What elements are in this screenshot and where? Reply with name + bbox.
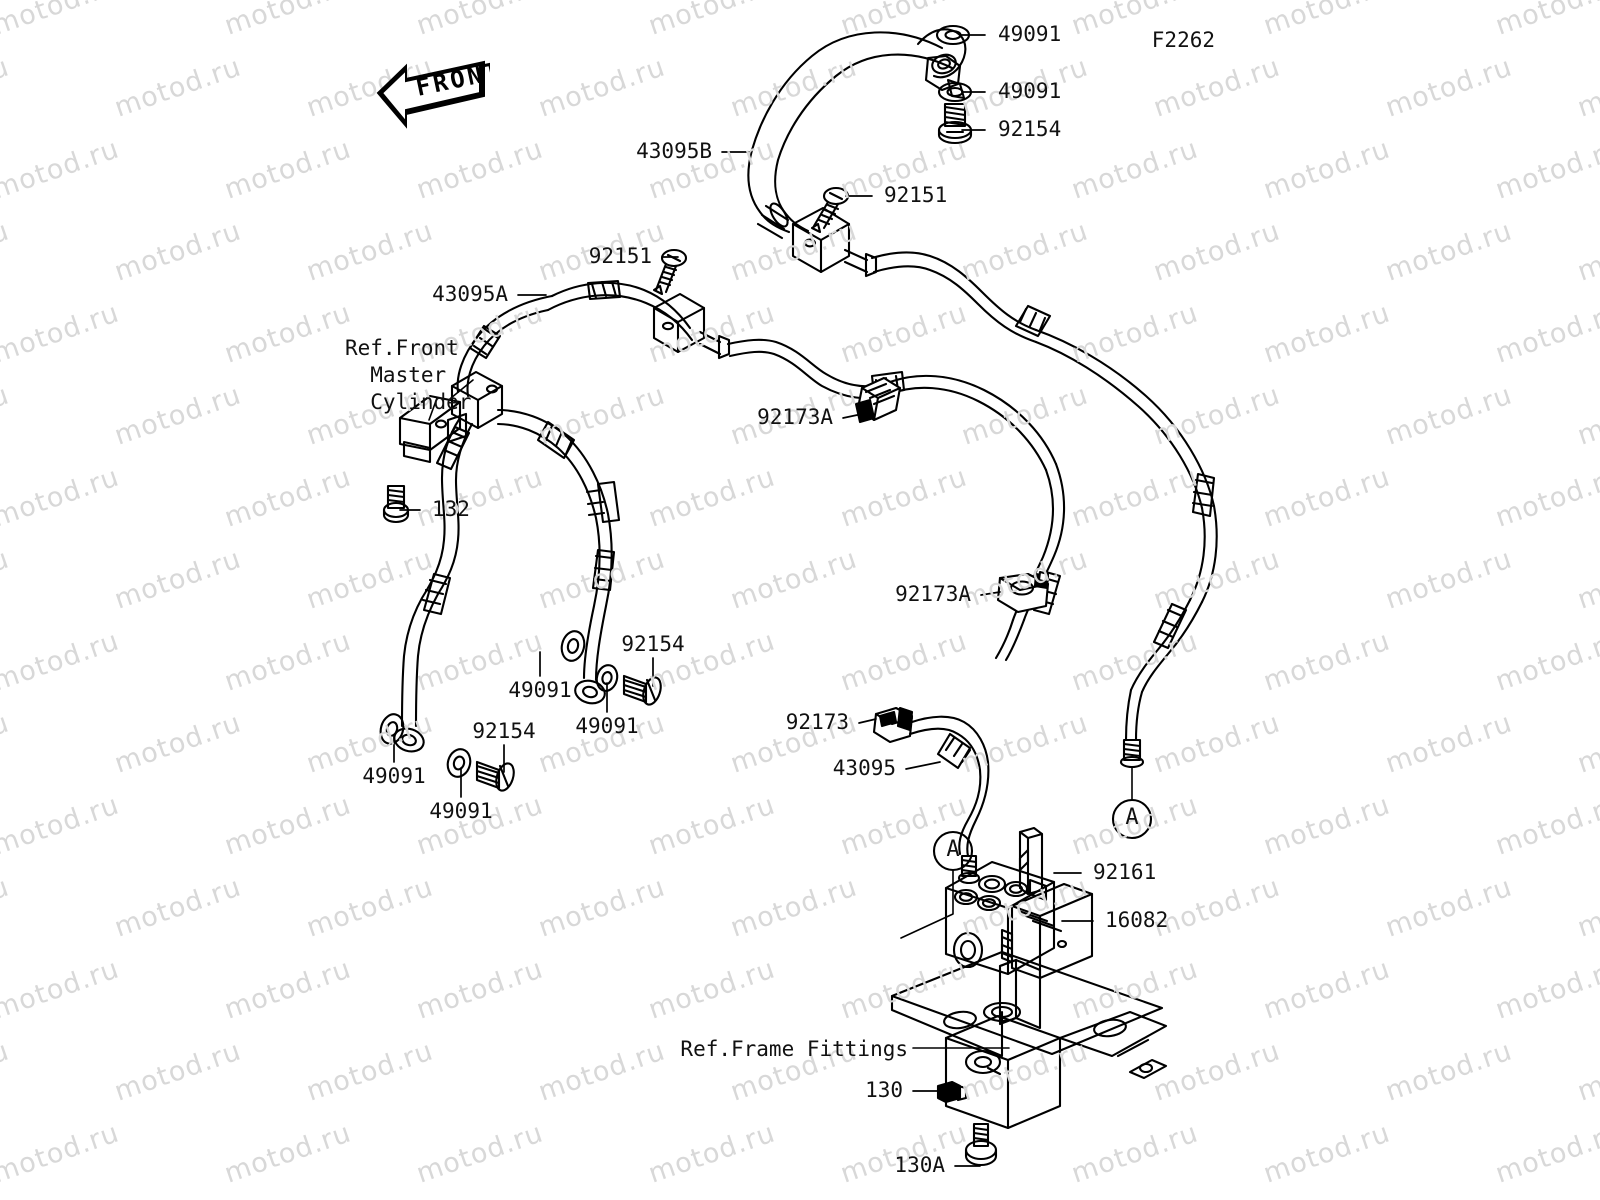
leader-lines xyxy=(393,34,1094,1167)
part-label-49091: 49091 xyxy=(998,22,1062,46)
part-label-49091: 49091 xyxy=(362,764,426,788)
leader-43095 xyxy=(905,761,941,770)
part-label-92173A: 92173A xyxy=(757,405,833,429)
callout-A-left xyxy=(900,830,974,939)
bolt-130 xyxy=(936,1080,968,1104)
part-label-132: 132 xyxy=(432,497,470,521)
part-label-130: 130 xyxy=(865,1078,903,1102)
part-label-43095A: 43095A xyxy=(432,282,508,306)
ref-frame-fittings-label: Ref.Frame Fittings xyxy=(680,1037,908,1061)
part-label-92173A: 92173A xyxy=(895,582,971,606)
ref-front-master-cylinder-label: Ref.Front Master Cylinder xyxy=(345,336,472,414)
leader-92173A xyxy=(842,413,863,419)
hose-left-branch xyxy=(393,416,474,753)
hose-43095B xyxy=(747,31,954,278)
banjo-hardware-right xyxy=(560,630,662,706)
connector-block-92151-lower xyxy=(652,292,731,360)
callout-letter-0: A xyxy=(946,837,960,862)
callout-A-right xyxy=(1111,767,1153,840)
part-label-49091: 49091 xyxy=(508,678,572,702)
part-label-43095: 43095 xyxy=(832,756,896,780)
bolt-132 xyxy=(382,484,410,524)
part-label-49091: 49091 xyxy=(429,799,493,823)
leader-92173A xyxy=(980,591,1001,596)
frame-fittings-bracket xyxy=(890,942,1168,1130)
leader-92173 xyxy=(858,718,877,724)
bracket-92161 xyxy=(1018,826,1044,896)
part-label-130A: 130A xyxy=(894,1153,945,1177)
banjo-assembly-top-right xyxy=(916,24,973,145)
part-label-92154: 92154 xyxy=(998,117,1062,141)
brakeline-right-upper xyxy=(870,251,1218,604)
part-label-92154: 92154 xyxy=(472,719,536,743)
callout-letter-1: A xyxy=(1125,805,1139,830)
part-label-49091: 49091 xyxy=(998,79,1062,103)
part-label-92151: 92151 xyxy=(588,244,652,268)
ref-leader-lines xyxy=(428,379,1010,1049)
front-direction-marker: FRONT xyxy=(376,56,490,129)
part-label-92161: 92161 xyxy=(1093,860,1157,884)
part-label-92154: 92154 xyxy=(621,632,685,656)
front-master-cylinder-bracket xyxy=(398,394,462,464)
part-label-16082: 16082 xyxy=(1105,908,1169,932)
diagram-code: F2262 xyxy=(1151,28,1215,52)
part-label-92173: 92173 xyxy=(785,710,849,734)
brakeline-right-to-A xyxy=(994,598,1204,769)
hose-right-branch xyxy=(496,408,621,705)
clamp-92173A-upper xyxy=(854,376,902,424)
banjo-hardware-left xyxy=(379,713,515,792)
clamp-92173A-mid xyxy=(996,570,1050,614)
clamp-92173-lower xyxy=(872,706,914,744)
part-label-43095B: 43095B xyxy=(636,139,712,163)
part-label-49091: 49091 xyxy=(575,714,639,738)
part-label-92151: 92151 xyxy=(884,183,948,207)
screw-92151-lower xyxy=(652,248,688,296)
bolt-130A xyxy=(964,1122,998,1167)
hose-43095A xyxy=(456,279,694,398)
